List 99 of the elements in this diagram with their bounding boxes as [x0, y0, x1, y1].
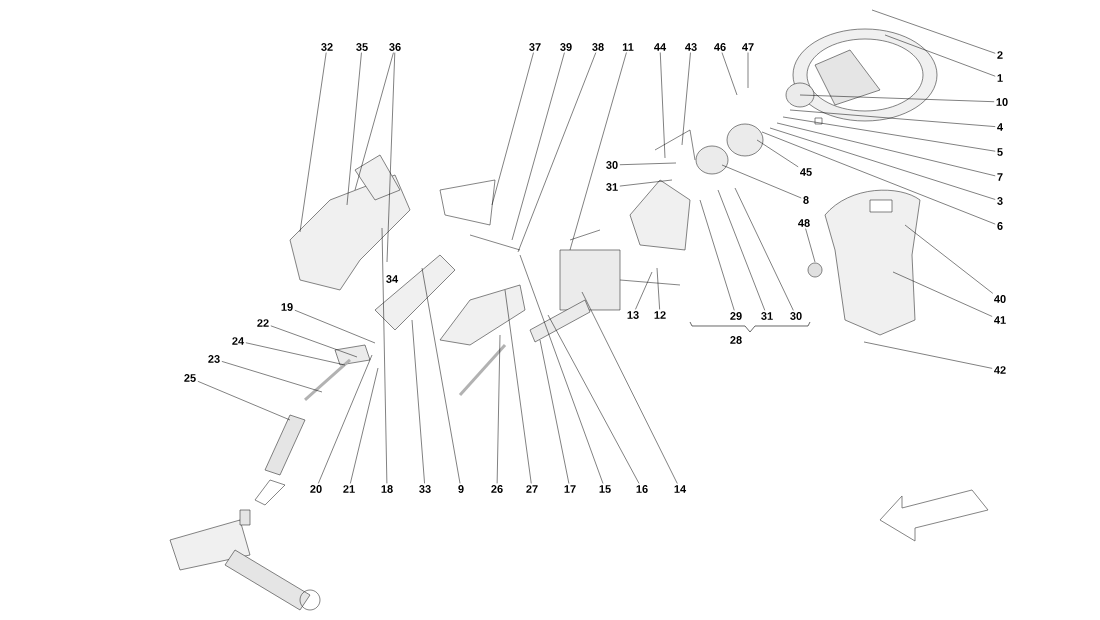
leader-line — [721, 164, 802, 199]
leader-line — [892, 271, 993, 317]
leader-line — [318, 354, 373, 484]
leader-line — [539, 339, 570, 484]
callout-number: 46 — [714, 43, 726, 51]
leader-line — [805, 228, 816, 263]
callout-number: 23 — [208, 355, 220, 363]
leader-line — [871, 9, 996, 54]
callout-number: 25 — [184, 374, 196, 382]
leader-line — [491, 52, 534, 206]
leader-line — [346, 52, 362, 206]
callout-number: 43 — [685, 43, 697, 51]
callout-number: 48 — [798, 219, 810, 227]
leader-line — [411, 319, 425, 484]
callout-number: 42 — [994, 366, 1006, 374]
callout-number: 36 — [389, 43, 401, 51]
leader-line — [299, 52, 327, 233]
callout-number: 26 — [491, 485, 503, 493]
leader-line — [656, 267, 660, 310]
leader-line — [294, 309, 376, 344]
callout-number: 29 — [730, 312, 742, 320]
callout-number: 13 — [627, 311, 639, 319]
leader-line — [619, 162, 677, 165]
leader-line — [789, 109, 996, 127]
callout-number: 38 — [592, 43, 604, 51]
leader-line — [681, 52, 691, 146]
callout-number: 17 — [564, 485, 576, 493]
callout-number: 41 — [994, 316, 1006, 324]
callout-number: 24 — [232, 337, 245, 345]
leader-line — [721, 52, 738, 96]
callout-number: 5 — [997, 148, 1003, 156]
callout-number: 1 — [997, 74, 1003, 82]
leader-line — [354, 52, 394, 191]
callout-number: 27 — [526, 485, 538, 493]
callout-number: 32 — [321, 43, 333, 51]
callout-number: 33 — [419, 485, 431, 493]
leader-line — [747, 52, 749, 89]
callout-number: 40 — [994, 295, 1006, 303]
callout-number: 15 — [599, 485, 611, 493]
callout-number: 4 — [997, 123, 1003, 131]
callout-number: 22 — [257, 319, 269, 327]
leader-line — [756, 139, 799, 168]
leader-line — [734, 187, 794, 311]
leader-line — [776, 122, 996, 177]
callout-number: 31 — [606, 183, 618, 191]
callout-number: 11 — [622, 43, 634, 51]
callout-number: 19 — [281, 303, 293, 311]
callout-number: 2 — [997, 51, 1003, 59]
leader-line — [884, 34, 996, 77]
leader-line — [517, 52, 597, 253]
leader-line — [386, 52, 396, 263]
leader-line — [547, 314, 640, 484]
callout-number: 21 — [343, 485, 355, 493]
leader-line — [581, 291, 678, 484]
leader-line — [863, 341, 993, 369]
callout-number: 30 — [790, 312, 802, 320]
callout-number: 10 — [996, 98, 1008, 106]
callout-number: 20 — [310, 485, 322, 493]
callout-number: 28 — [730, 336, 742, 344]
leader-line — [761, 131, 996, 225]
callout-number: 3 — [997, 197, 1003, 205]
callout-number: 47 — [742, 43, 754, 51]
leader-line — [381, 227, 388, 484]
callout-number: 45 — [800, 168, 812, 176]
callout-number: 7 — [997, 173, 1003, 181]
leader-line — [421, 267, 461, 484]
leader-line — [769, 127, 996, 200]
callout-number: 37 — [529, 43, 541, 51]
callout-number: 6 — [997, 222, 1003, 230]
leader-line — [699, 199, 735, 311]
callout-number: 18 — [381, 485, 393, 493]
leader-line — [270, 325, 358, 358]
callout-number: 39 — [560, 43, 572, 51]
leader-line — [197, 381, 291, 421]
callout-number: 14 — [674, 485, 687, 493]
leader-line — [504, 289, 532, 484]
callout-number: 9 — [458, 485, 464, 493]
callout-number: 30 — [606, 161, 618, 169]
leader-line — [904, 224, 994, 294]
callout-number: 44 — [654, 43, 667, 51]
leader-line — [221, 361, 323, 393]
leader-line — [799, 94, 995, 102]
leader-line — [619, 179, 673, 187]
leader-line — [245, 342, 346, 366]
callout-number: 12 — [654, 311, 666, 319]
callout-number: 31 — [761, 312, 773, 320]
leader-line — [511, 52, 565, 241]
callout-number: 8 — [803, 196, 809, 204]
leader-line — [350, 367, 379, 484]
callout-number: 16 — [636, 485, 648, 493]
leader-line — [569, 52, 627, 251]
leader-line — [782, 116, 996, 152]
leader-line — [519, 254, 604, 484]
callout-number: 35 — [356, 43, 368, 51]
leader-line — [496, 334, 501, 484]
leader-line — [635, 271, 653, 310]
leader-line — [717, 189, 766, 311]
leader-line — [660, 52, 666, 159]
callout-number: 34 — [386, 275, 399, 283]
